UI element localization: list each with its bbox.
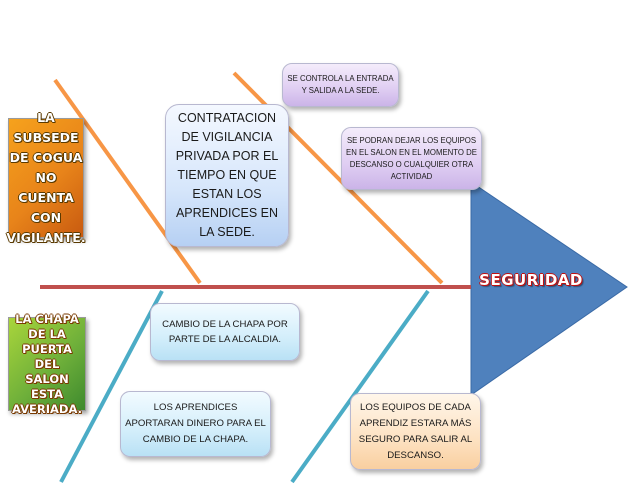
- cause-no-vigilante-text: LA SUBSEDE DE COGUA NO CUENTA CON VIGILA…: [6, 110, 86, 245]
- effect-label: SEGURIDAD: [479, 271, 583, 289]
- note-salir-text: LOS EQUIPOS DE CADA APRENDIZ ESTARA MÁS …: [358, 401, 473, 461]
- note-cambio-chapa: CAMBIO DE LA CHAPA POR PARTE DE LA ALCAL…: [150, 303, 300, 361]
- cause-chapa-averiada: LA CHAPA DE LA PUERTA DEL SALON ESTA AVE…: [8, 312, 86, 416]
- note-contratacion-text: CONTRATACION DE VIGILANCIA PRIVADA POR E…: [175, 111, 279, 239]
- note-dejar-equipos: SE PODRAN DEJAR LOS EQUIPOS EN EL SALON …: [341, 127, 482, 190]
- cause-chapa-averiada-text: LA CHAPA DE LA PUERTA DEL SALON ESTA AVE…: [12, 311, 82, 416]
- note-controla-text: SE CONTROLA LA ENTRADA Y SALIDA A LA SED…: [287, 74, 394, 95]
- cause-no-vigilante: LA SUBSEDE DE COGUA NO CUENTA CON VIGILA…: [6, 110, 85, 245]
- lower-bone-left: [59, 290, 164, 483]
- note-contratacion-vigilancia: CONTRATACION DE VIGILANCIA PRIVADA POR E…: [165, 104, 289, 247]
- note-aprendices-dinero: LOS APRENDICES APORTARAN DINERO PARA EL …: [120, 391, 271, 457]
- note-chapa-text: CAMBIO DE LA CHAPA POR PARTE DE LA ALCAL…: [162, 319, 288, 345]
- upper-bone-left: [53, 78, 202, 285]
- note-control-entrada: SE CONTROLA LA ENTRADA Y SALIDA A LA SED…: [282, 63, 399, 107]
- lower-bone-right: [290, 289, 430, 484]
- note-aprendices-text: LOS APRENDICES APORTARAN DINERO PARA EL …: [125, 402, 266, 445]
- note-equipos-text: SE PODRAN DEJAR LOS EQUIPOS EN EL SALON …: [346, 135, 477, 181]
- note-equipos-seguros: LOS EQUIPOS DE CADA APRENDIZ ESTARA MÁS …: [350, 393, 481, 470]
